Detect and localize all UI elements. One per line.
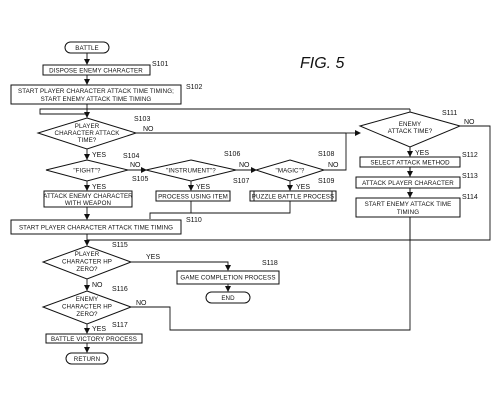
branch-s116-no: NO — [136, 300, 147, 307]
branch-fight-no: NO — [130, 162, 141, 169]
line-magic-no — [324, 133, 347, 171]
box-puzzle — [249, 190, 337, 202]
terminal-end-label: END — [221, 295, 235, 302]
diamond-player-hp — [41, 245, 133, 280]
diamond-s111-line1: ENEMY — [399, 121, 422, 128]
terminal-return-label: RETURN — [74, 356, 100, 363]
step-s103: S103 — [134, 116, 150, 123]
diamond-s103-line3: TIME? — [78, 137, 97, 144]
branch-s103-yes: YES — [92, 152, 106, 159]
box-dispose — [42, 64, 151, 76]
step-s117: S117 — [112, 322, 128, 329]
line-puzzle-s110 — [150, 201, 291, 214]
box-attack-player — [355, 176, 461, 189]
diamond-s116-line2: CHARACTER HP — [62, 304, 112, 311]
branch-s103-no: NO — [143, 126, 154, 133]
step-s114: S114 — [462, 194, 478, 201]
step-s101: S101 — [152, 61, 168, 68]
box-start-enemy-timing — [355, 197, 461, 218]
box-game-completion-label: GAME COMPLETION PROCESS — [180, 275, 275, 282]
step-s116: S116 — [112, 286, 128, 293]
branch-instrument-no: NO — [239, 162, 250, 169]
step-labels: S101 S102 S103 S104 S105 S106 S107 S108 … — [112, 61, 478, 329]
diamond-s103-line2: CHARACTER ATTACK — [55, 130, 121, 137]
step-s108: S108 — [318, 151, 334, 158]
diamond-player-attack-time — [36, 117, 138, 150]
box-select-attack-label: SELECT ATTACK METHOD — [370, 160, 450, 167]
box-battle-victory — [45, 333, 143, 344]
step-s118: S118 — [262, 260, 278, 267]
branch-magic-yes: YES — [296, 184, 310, 191]
diamond-enemy-hp — [41, 290, 133, 325]
terminal-end — [205, 291, 251, 304]
box-start-enemy-timing-line1: START ENEMY ATTACK TIME — [365, 201, 452, 208]
step-s107: S107 — [233, 178, 249, 185]
diamond-fight — [45, 159, 129, 182]
diamond-instrument-label: "INSTRUMENT"? — [166, 168, 216, 175]
branch-s115-yes: YES — [146, 254, 160, 261]
box-start-timing-line1: START PLAYER CHARACTER ATTACK TIME TIMIN… — [18, 88, 174, 95]
branch-s111-no: NO — [464, 119, 475, 126]
box-attack-weapon — [43, 190, 133, 208]
step-s111: S111 — [442, 110, 457, 117]
line-s116-no-loop — [131, 109, 411, 331]
loop-return-top — [39, 108, 410, 115]
branch-s115-no: NO — [92, 282, 103, 289]
diamond-s116-line3: ZERO? — [76, 311, 98, 318]
box-start-player-timing-label: START PLAYER CHARACTER ATTACK TIME TIMIN… — [19, 225, 173, 232]
step-s102: S102 — [186, 84, 202, 91]
terminal-battle-label: BATTLE — [75, 45, 99, 52]
box-dispose-label: DISPOSE ENEMY CHARACTER — [49, 68, 143, 75]
box-game-completion — [176, 270, 280, 285]
box-process-item-label: PROCESS USING ITEM — [158, 194, 228, 201]
box-attack-weapon-line1: ATTACK ENEMY CHARACTER — [43, 193, 133, 200]
branch-fight-yes: YES — [92, 184, 106, 191]
box-puzzle-label: PUZZLE BATTLE PROCESS — [252, 194, 334, 201]
diamond-s103-line1: PLAYER — [75, 123, 100, 130]
step-s106: S106 — [224, 151, 240, 158]
step-s113: S113 — [462, 173, 478, 180]
step-s112: S112 — [462, 152, 478, 159]
line-s115-yes — [131, 261, 229, 268]
diamond-s115-line1: PLAYER — [75, 251, 100, 258]
step-s105: S105 — [132, 176, 148, 183]
diamond-magic-label: "MAGIC"? — [276, 168, 305, 175]
line-item-s110 — [149, 201, 192, 219]
step-s109: S109 — [318, 178, 334, 185]
figure-title: FIG. 5 — [300, 55, 345, 72]
diamond-enemy-attack-time — [358, 111, 462, 148]
branch-s111-yes: YES — [415, 150, 429, 157]
box-start-timing — [10, 84, 182, 105]
box-select-attack — [359, 156, 461, 168]
diamond-fight-label: "FIGHT"? — [73, 168, 101, 175]
branch-magic-no: NO — [328, 162, 339, 169]
box-start-enemy-timing-line2: TIMING — [397, 209, 419, 216]
line-s111-no — [410, 125, 491, 241]
step-s110: S110 — [186, 217, 202, 224]
terminal-return — [65, 352, 109, 365]
diamond-instrument — [145, 159, 237, 182]
connectors — [39, 53, 491, 353]
step-s104: S104 — [123, 153, 139, 160]
diamond-s115-line3: ZERO? — [76, 266, 98, 273]
diamond-s111-line2: ATTACK TIME? — [388, 128, 433, 135]
box-process-item — [155, 190, 231, 202]
diamond-s116-line1: ENEMY — [76, 296, 99, 303]
box-battle-victory-label: BATTLE VICTORY PROCESS — [51, 336, 137, 343]
terminal-battle — [64, 41, 110, 54]
diamond-s115-line2: CHARACTER HP — [62, 259, 112, 266]
box-attack-player-label: ATTACK PLAYER CHARACTER — [362, 180, 454, 187]
box-attack-weapon-line2: WITH WEAPON — [65, 200, 111, 207]
box-start-player-timing — [10, 219, 182, 235]
branch-instrument-yes: YES — [196, 184, 210, 191]
box-start-timing-line2: START ENEMY ATTACK TIME TIMING — [41, 96, 152, 103]
diamond-magic — [254, 159, 326, 182]
branch-labels: YES NO YES NO YES NO YES NO YES NO YES N… — [92, 119, 475, 333]
nodes: BATTLE DISPOSE ENEMY CHARACTER START PLA… — [10, 41, 462, 365]
step-s115: S115 — [112, 242, 128, 249]
branch-s116-yes: YES — [92, 326, 106, 333]
